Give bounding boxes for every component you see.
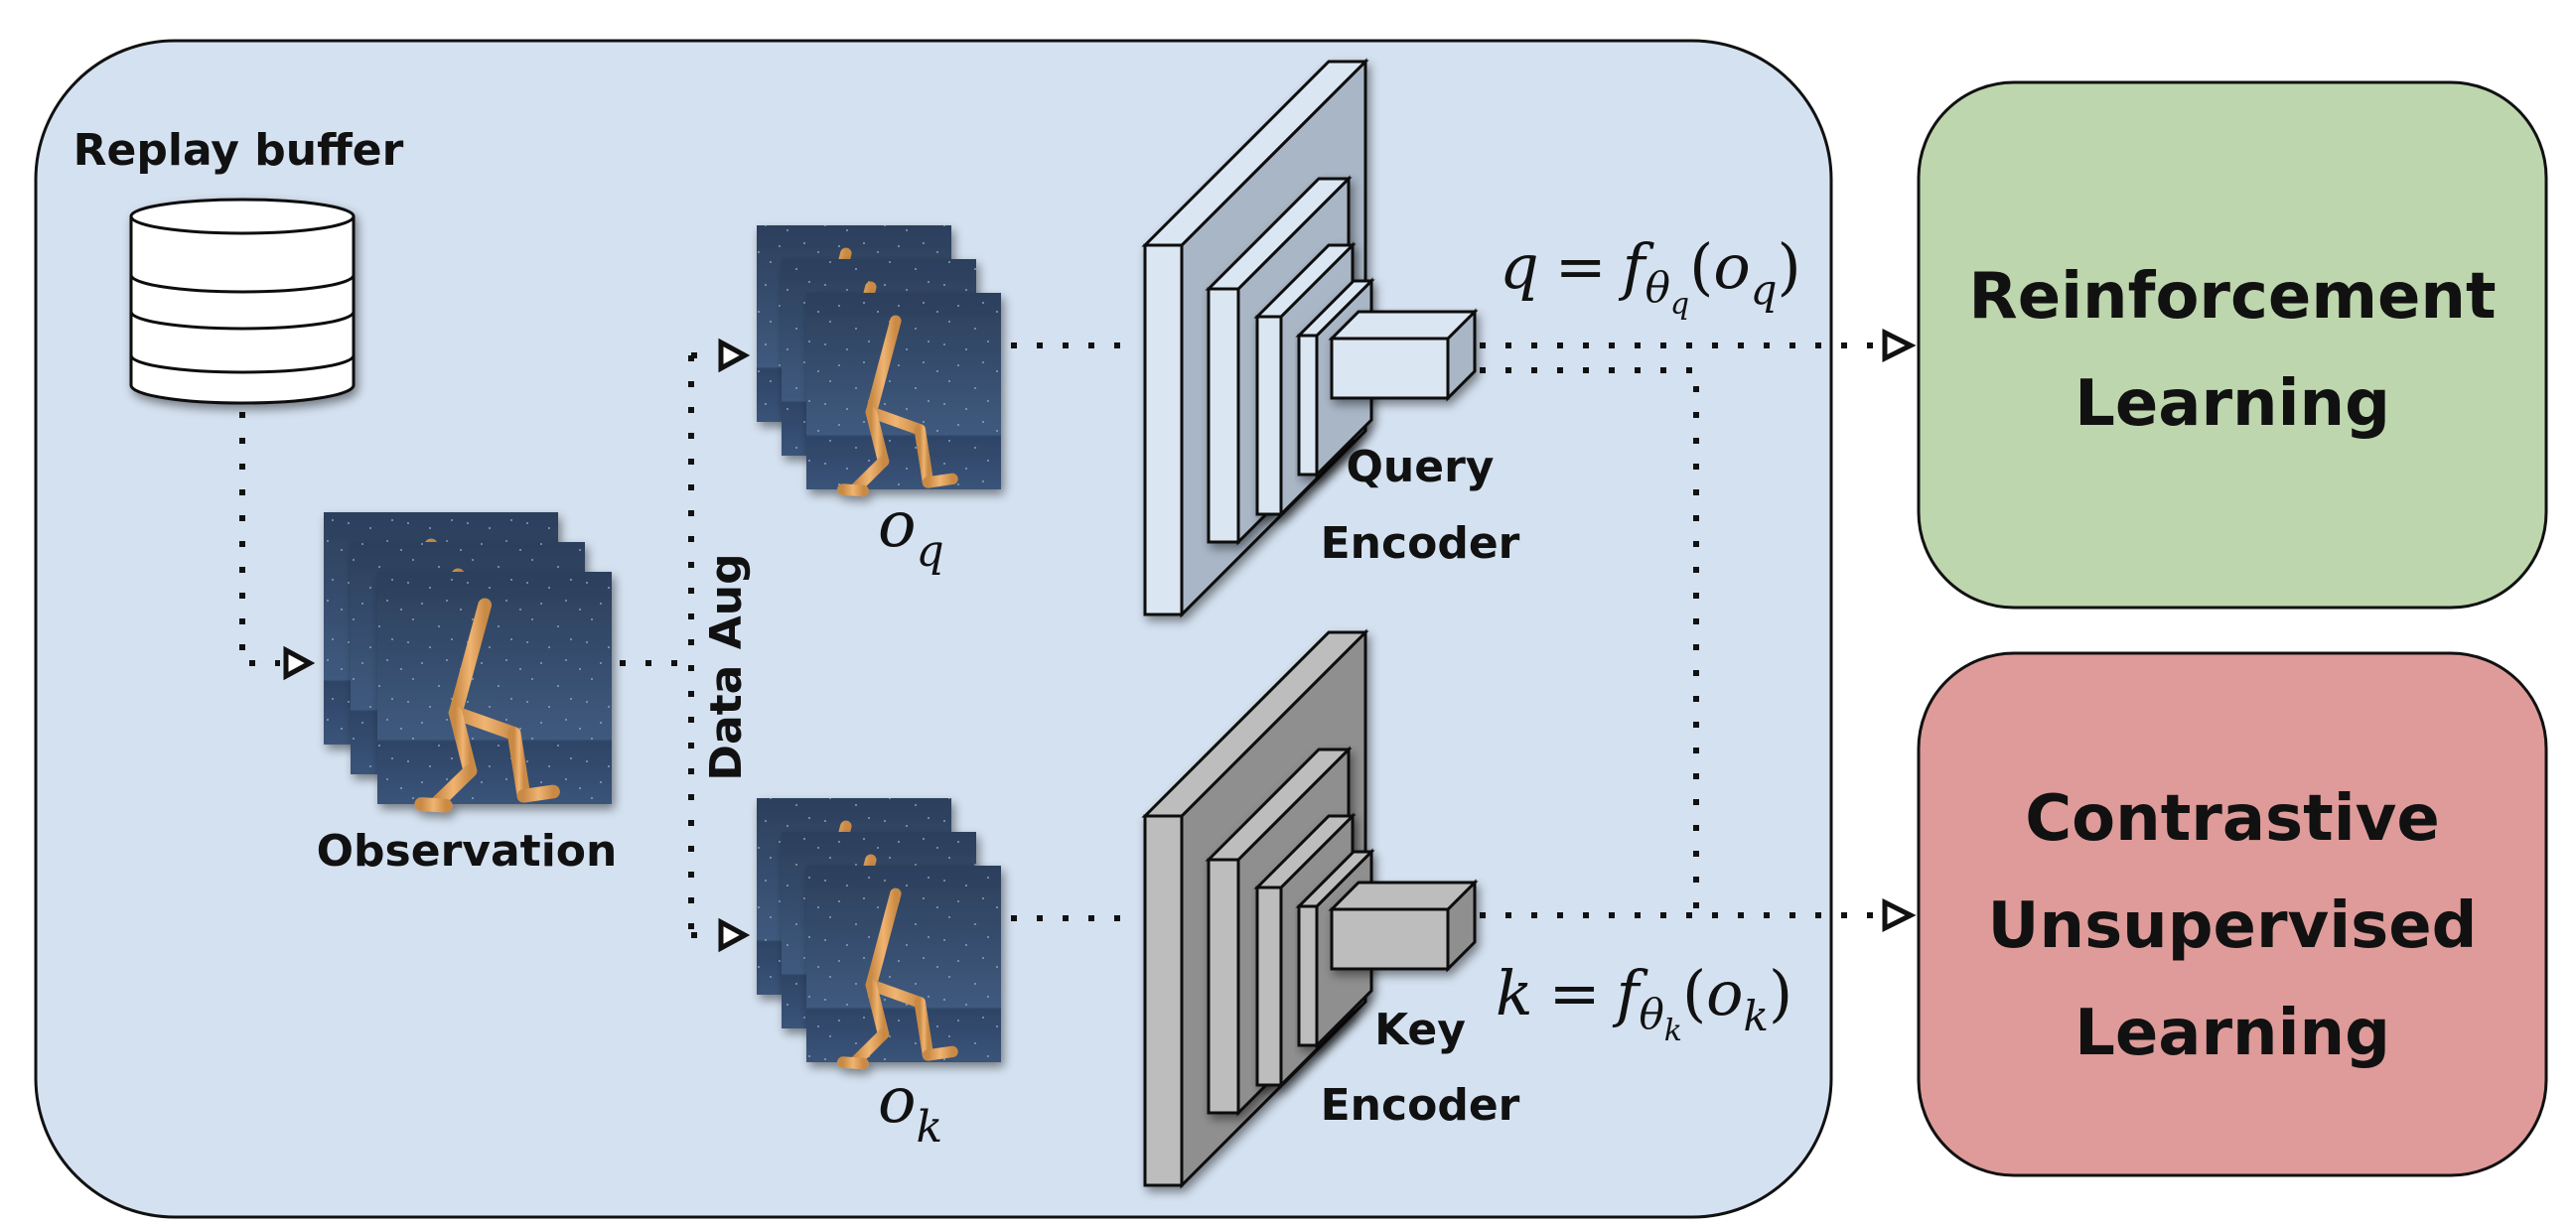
rl-label-line1: Reinforcement [1968, 260, 2496, 334]
key-encoder-label-line1: Key [1374, 1005, 1466, 1055]
key-frame-3 [806, 866, 1001, 1070]
connector-lines [239, 342, 1883, 938]
contrastive-unsupervised-learning-box[interactable] [1917, 651, 2548, 1177]
walker-figure [414, 598, 560, 813]
walker-figure [837, 887, 958, 1070]
observation-frame-stack[interactable] [324, 512, 612, 813]
conv-layer-slab [1328, 879, 1479, 973]
query-encoder-network[interactable] [1141, 58, 1479, 618]
reinforcement-learning-box[interactable] [1917, 80, 2548, 610]
arrow-to-ok-icon [718, 917, 751, 953]
arrow-to-oq-icon [718, 338, 751, 373]
key-equation: k=fθk(ok) [1496, 957, 1792, 1048]
arrow-to-cul-icon [1882, 897, 1917, 933]
query-augmented-frame-stack[interactable] [757, 225, 1001, 497]
data-aug-label: Data Aug [701, 553, 752, 780]
ok-label: ok [878, 1064, 942, 1153]
query-encoder-label-line2: Encoder [1321, 518, 1520, 569]
observation-frame-3 [377, 572, 612, 813]
conv-layer-slab [1328, 308, 1479, 402]
oq-label: oq [878, 488, 944, 577]
walker-figure [837, 315, 958, 497]
key-encoder-label-line2: Encoder [1321, 1080, 1520, 1131]
arrow-to-observation-icon [283, 645, 316, 681]
query-encoder-label-line1: Query [1347, 442, 1495, 492]
replay-buffer-label: Replay buffer [73, 125, 404, 176]
arrowheads [283, 328, 1917, 953]
key-augmented-frame-stack[interactable] [757, 798, 1001, 1070]
query-equation: q=fθq(oq) [1500, 230, 1801, 322]
query-frame-3 [806, 293, 1001, 497]
arrow-to-rl-icon [1882, 328, 1917, 363]
rl-label-line2: Learning [2075, 367, 2390, 441]
replay-buffer-database-icon[interactable] [129, 198, 356, 405]
cul-label-line3: Learning [2075, 997, 2390, 1070]
key-encoder-network[interactable] [1141, 628, 1479, 1189]
cul-label-line1: Contrastive [2025, 782, 2440, 856]
cul-label-line2: Unsupervised [1988, 889, 2478, 963]
observation-label: Observation [317, 826, 618, 877]
